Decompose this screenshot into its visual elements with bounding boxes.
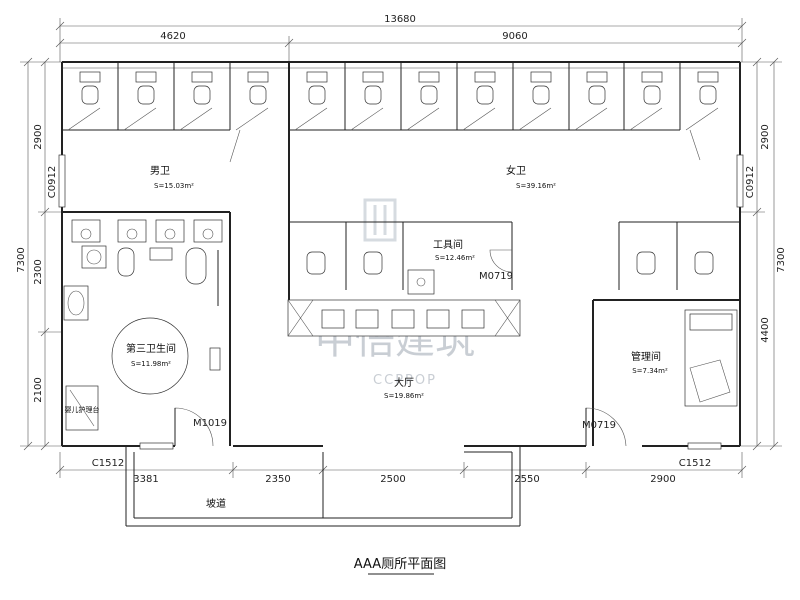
room-mens-name: 男卫 — [150, 165, 170, 177]
dim-bottom-4: 2550 — [514, 474, 539, 485]
dim-top-left: 4620 — [160, 31, 185, 42]
watermark-brand-en: CCPPOP — [373, 373, 437, 388]
toilet-tank — [474, 71, 496, 83]
toilet-tank — [306, 71, 328, 83]
toilet-tank — [191, 71, 213, 83]
dimension-lines — [20, 18, 782, 478]
door-mgmt-label: M0719 — [582, 420, 616, 431]
room-womens-area: S=39.16m² — [516, 182, 556, 190]
mop-sink — [407, 269, 435, 295]
room-hall-name: 大厅 — [394, 376, 414, 389]
toilet-tank — [418, 71, 440, 83]
toilet-bowl — [81, 85, 99, 105]
room-tool-area: S=12.46m² — [435, 254, 475, 262]
door-third-label: M1019 — [193, 418, 227, 429]
dim-bottom-2: 2350 — [265, 474, 290, 485]
toilet-bowl — [363, 251, 383, 275]
room-mens-area: S=15.03m² — [154, 182, 194, 190]
stall-door — [462, 107, 496, 131]
stall-door — [406, 107, 440, 131]
watermark: 中悟建筑 CCPPOP — [315, 198, 475, 388]
dim-right-total: 7300 — [776, 247, 787, 272]
toilet-tank — [79, 71, 101, 83]
toilet-bowl — [643, 85, 661, 105]
drawing-title: AAA厕所平面图 — [354, 557, 446, 572]
toilet-tank — [530, 71, 552, 83]
dim-top-right: 9060 — [502, 31, 527, 42]
toilet-tank — [362, 71, 384, 83]
toilet-bowl — [636, 251, 656, 275]
urinal-row — [71, 219, 223, 243]
stall-door — [629, 107, 663, 131]
walls — [58, 61, 744, 450]
room-hall-area: S=19.86m² — [384, 392, 424, 400]
toilet-tank — [586, 71, 608, 83]
dim-top-total: 13680 — [384, 14, 416, 25]
toilet-bowl — [420, 85, 438, 105]
stall-door — [235, 107, 269, 131]
toilet-bowl — [699, 85, 717, 105]
toilet-bowl — [306, 251, 326, 275]
dim-left-bottom: 2100 — [33, 377, 44, 402]
toilet-bowl — [364, 85, 382, 105]
room-tool-name: 工具间 — [433, 238, 463, 251]
toilet-bowl — [193, 85, 211, 105]
toilet-bowl — [532, 85, 550, 105]
ramp — [125, 446, 521, 527]
window-right-label: C0912 — [745, 166, 756, 198]
ramp-label: 坡道 — [206, 497, 226, 510]
room-womens-name: 女卫 — [506, 164, 526, 177]
dim-bottom-3: 2500 — [380, 474, 405, 485]
window-bottom-right-label: C1512 — [679, 458, 711, 469]
counter-sinks — [321, 309, 485, 329]
stall-door — [179, 107, 213, 131]
doors — [174, 129, 701, 447]
window-bottom-left-label: C1512 — [92, 458, 124, 469]
toilet-bowl — [588, 85, 606, 105]
window-left-label: C0912 — [47, 166, 58, 198]
stall-row — [61, 62, 719, 275]
dim-right-bottom: 4400 — [760, 317, 771, 342]
third-restroom-turning-circle — [111, 317, 189, 395]
toilet-tank — [135, 71, 157, 83]
dim-bottom-5: 2900 — [650, 474, 675, 485]
stall-door — [123, 107, 157, 131]
room-mgmt-area: S=7.34m² — [632, 367, 668, 375]
stall-door — [518, 107, 552, 131]
room-third-name: 第三卫生间 — [126, 342, 176, 355]
dim-right-top: 2900 — [760, 124, 771, 149]
toilet-bowl — [137, 85, 155, 105]
room-mgmt-name: 管理间 — [631, 350, 661, 363]
toilet-bowl — [476, 85, 494, 105]
dim-left-top: 2900 — [33, 124, 44, 149]
toilet-tank — [641, 71, 663, 83]
stall-door — [67, 107, 101, 131]
toilet-bowl — [308, 85, 326, 105]
baby-station-label: 婴儿护理台 — [65, 405, 100, 414]
toilet-bowl — [694, 251, 714, 275]
stall-door — [294, 107, 328, 131]
door-tool-label: M0719 — [479, 271, 513, 282]
dim-left-mid: 2300 — [33, 259, 44, 284]
toilet-tank — [247, 71, 269, 83]
toilet-bowl — [249, 85, 267, 105]
room-third-area: S=11.98m² — [131, 360, 171, 368]
stall-door — [685, 107, 719, 131]
toilet-tank — [697, 71, 719, 83]
stall-door — [350, 107, 384, 131]
bed — [684, 309, 738, 407]
third-restroom-fixtures — [63, 245, 221, 431]
dim-left-total: 7300 — [16, 247, 27, 272]
stall-door — [574, 107, 608, 131]
dim-bottom-1: 3381 — [133, 474, 158, 485]
